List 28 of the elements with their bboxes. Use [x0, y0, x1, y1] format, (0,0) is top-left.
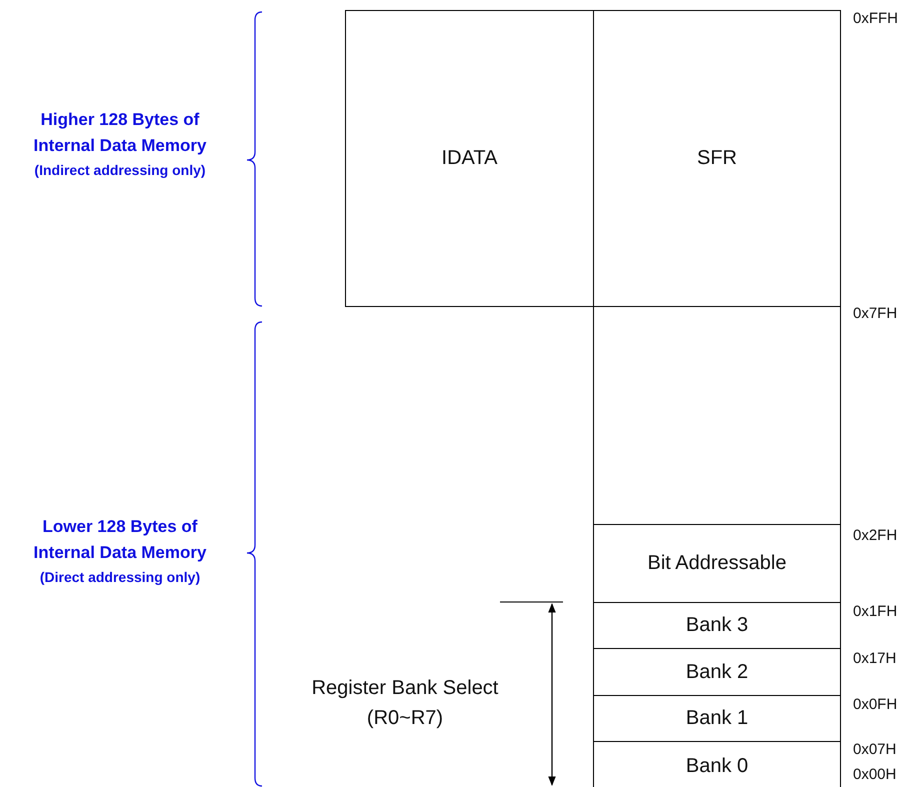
- memory-region: [345, 10, 594, 307]
- address-label: 0x7FH: [853, 305, 898, 322]
- region-label: Bank 2: [686, 660, 748, 684]
- region-label: Bank 3: [686, 614, 748, 637]
- region-label: Bank 1: [686, 707, 748, 730]
- memory-region: [593, 10, 841, 307]
- memory-region: [593, 695, 841, 742]
- register-bank-select-label: Register Bank Select (R0~R7): [310, 676, 500, 731]
- address-label: 0x1FH: [853, 603, 898, 620]
- address-label: 0x0FH: [853, 696, 898, 713]
- memory-region: [593, 524, 841, 603]
- region-label: SFR: [697, 147, 737, 170]
- region-label: IDATA: [442, 147, 498, 170]
- address-label: 0x17H: [853, 650, 896, 667]
- address-label: 0x07H: [853, 741, 896, 758]
- addressing-note: (Direct addressing only): [38, 569, 202, 585]
- memory-region: [593, 602, 841, 649]
- memory-area-label: Higher 128 Bytes of Internal Data Memory: [32, 109, 208, 157]
- address-label: 0xFFH: [853, 10, 898, 27]
- address-label: 0x2FH: [853, 527, 898, 544]
- memory-region: [593, 741, 841, 787]
- region-label: Bank 0: [686, 755, 748, 778]
- empty-memory-region: [593, 306, 841, 525]
- memory-region: [593, 648, 841, 696]
- address-label: 0x00H: [853, 766, 896, 783]
- memory-area-label: Lower 128 Bytes of Internal Data Memory: [32, 516, 208, 564]
- region-label: Bit Addressable: [648, 552, 786, 575]
- addressing-note: (Indirect addressing only): [33, 162, 207, 178]
